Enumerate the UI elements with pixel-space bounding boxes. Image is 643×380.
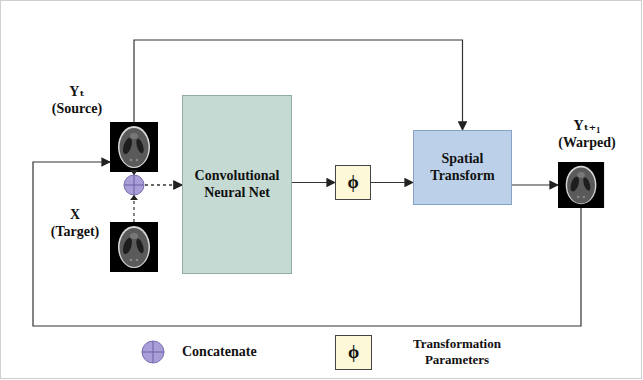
image-tile: X (Target) (110, 222, 158, 272)
image-tile: Yₜ (Source) (110, 122, 158, 172)
image-tile: Yₜ₊₁ (Warped) (558, 162, 604, 208)
connector-arrow (292, 182, 335, 183)
image-label: Yₜ (Source) (46, 84, 108, 118)
legend-parameter-sample (336, 336, 372, 370)
process-box: Convolutional Neural Net (182, 95, 292, 274)
connector-arrow (512, 184, 558, 185)
warped-image (558, 162, 604, 208)
legend-concatenate-sample (142, 341, 164, 363)
legend-text: Transformation Parameters (398, 336, 516, 369)
source-image (110, 122, 158, 172)
image-label: X (Target) (44, 207, 106, 241)
process-box: Spatial Transform (413, 130, 512, 205)
node-label: ϕ (347, 172, 358, 194)
concatenate-symbol (124, 170, 144, 200)
target-image (110, 222, 158, 272)
node-label: Convolutional Neural Net (187, 168, 287, 202)
symbol-label: ϕ (335, 335, 372, 370)
legend-text: Concatenate (182, 343, 302, 361)
image-label: Yₜ₊₁ (Warped) (546, 118, 628, 152)
parameter-box: ϕ (335, 165, 371, 200)
node-label: Spatial Transform (418, 151, 507, 185)
connector-arrow (371, 182, 413, 183)
